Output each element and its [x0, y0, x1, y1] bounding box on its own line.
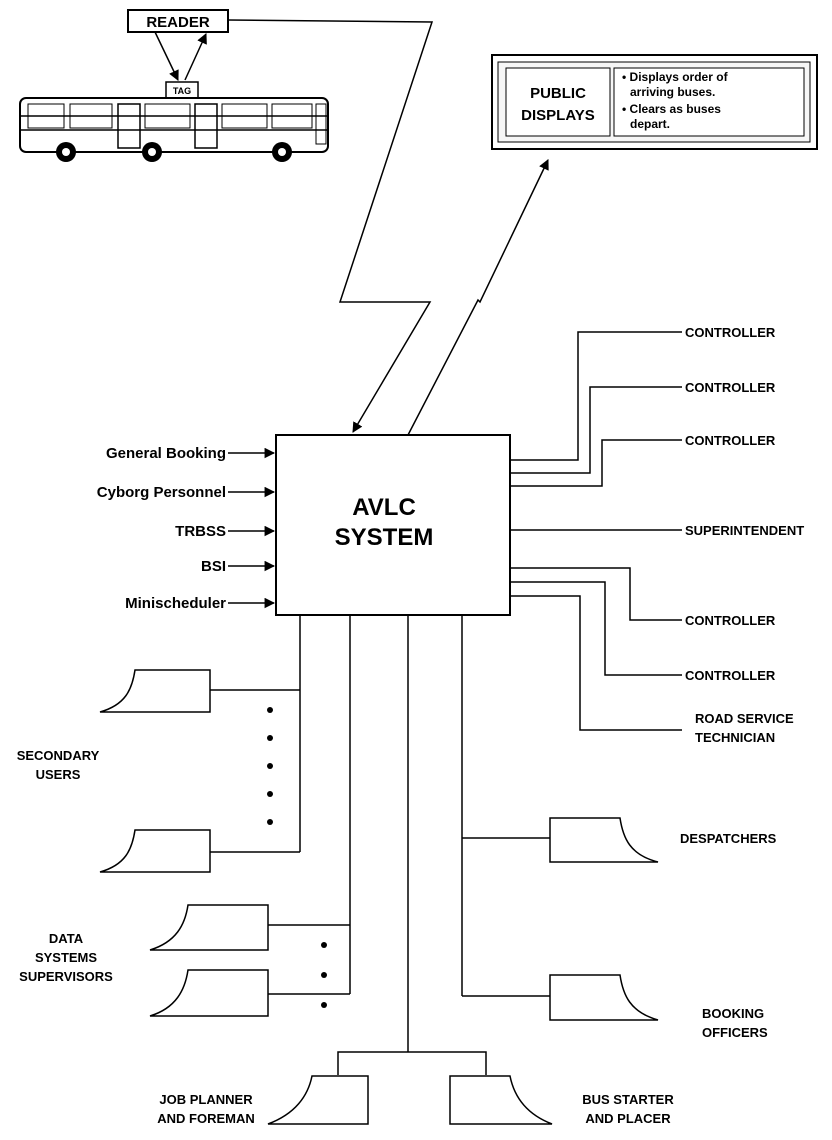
supervisors-label-1: DATA [49, 931, 84, 946]
svg-text:General Booking: General Booking [106, 445, 226, 462]
secondary-users-label-2: USERS [36, 767, 81, 782]
supervisors-label-2: SYSTEMS [35, 950, 97, 965]
booking-officers-label-2: OFFICERS [702, 1025, 768, 1040]
terminal-icons [100, 670, 658, 1124]
secondary-user-terminal-2 [100, 830, 210, 872]
secondary-user-terminal-1 [100, 670, 210, 712]
controller-label-3: CONTROLLER [685, 433, 776, 448]
public-displays-panel: PUBLIC DISPLAYS • Displays order of arri… [492, 55, 817, 149]
tag-label: TAG [173, 86, 191, 96]
system-title-1: AVLC [352, 494, 416, 521]
road-service-label-2: TECHNICIAN [695, 730, 775, 745]
job-planner-terminal [268, 1076, 368, 1124]
bus-starter-label-1: BUS STARTER [582, 1092, 674, 1107]
controller-label-1: CONTROLLER [685, 325, 776, 340]
bus-starter-label-2: AND PLACER [585, 1111, 671, 1126]
svg-text:BSI: BSI [201, 558, 226, 575]
bus-starter-terminal [450, 1076, 552, 1124]
booking-officer-terminal [550, 975, 658, 1020]
reader-to-tag-arrow [155, 32, 178, 80]
booking-officers-label-1: BOOKING [702, 1006, 764, 1021]
road-service-label-1: ROAD SERVICE [695, 711, 794, 726]
svg-text:Cyborg Personnel: Cyborg Personnel [97, 484, 226, 501]
supervisors-label-3: SUPERVISORS [19, 969, 113, 984]
job-planner-label-1: JOB PLANNER [159, 1092, 253, 1107]
display-note-3: • Clears as buses [622, 102, 721, 116]
tag-box: TAG [166, 82, 198, 98]
link-system-to-public-displays [408, 160, 548, 435]
reader-box: READER [128, 10, 228, 32]
tag-to-reader-arrow [185, 34, 206, 80]
input-minischeduler: Minischeduler [125, 595, 274, 612]
display-note-2: arriving buses. [630, 85, 715, 99]
job-planner-label-2: AND FOREMAN [157, 1111, 255, 1126]
superintendent-label: SUPERINTENDENT [685, 523, 804, 538]
controller-label-2: CONTROLLER [685, 380, 776, 395]
supervisors-ellipsis [321, 942, 327, 1008]
secondary-users-label-1: SECONDARY [17, 748, 100, 763]
radio-link-reader-to-system [228, 20, 432, 432]
bus-icon [20, 98, 328, 162]
display-note-4: depart. [630, 117, 670, 131]
avlc-system-box: AVLC SYSTEM [276, 435, 510, 615]
reader-label: READER [146, 14, 210, 31]
public-displays-title-1: PUBLIC [530, 85, 586, 102]
right-output-lines [510, 332, 682, 730]
input-bsi: BSI [201, 558, 274, 575]
controller-label-4: CONTROLLER [685, 613, 776, 628]
svg-text:TRBSS: TRBSS [175, 523, 226, 540]
supervisor-terminal-2 [150, 970, 268, 1016]
input-cyborg-personnel: Cyborg Personnel [97, 484, 274, 501]
secondary-users-ellipsis [267, 707, 273, 825]
controller-label-5: CONTROLLER [685, 668, 776, 683]
display-note-1: • Displays order of [622, 70, 729, 84]
despatchers-label: DESPATCHERS [680, 831, 777, 846]
input-general-booking: General Booking [106, 445, 274, 462]
supervisor-terminal-1 [150, 905, 268, 950]
public-displays-title-2: DISPLAYS [521, 107, 595, 124]
svg-text:Minischeduler: Minischeduler [125, 595, 226, 612]
system-title-2: SYSTEM [335, 524, 434, 551]
despatcher-terminal [550, 818, 658, 862]
input-trbss: TRBSS [175, 523, 274, 540]
